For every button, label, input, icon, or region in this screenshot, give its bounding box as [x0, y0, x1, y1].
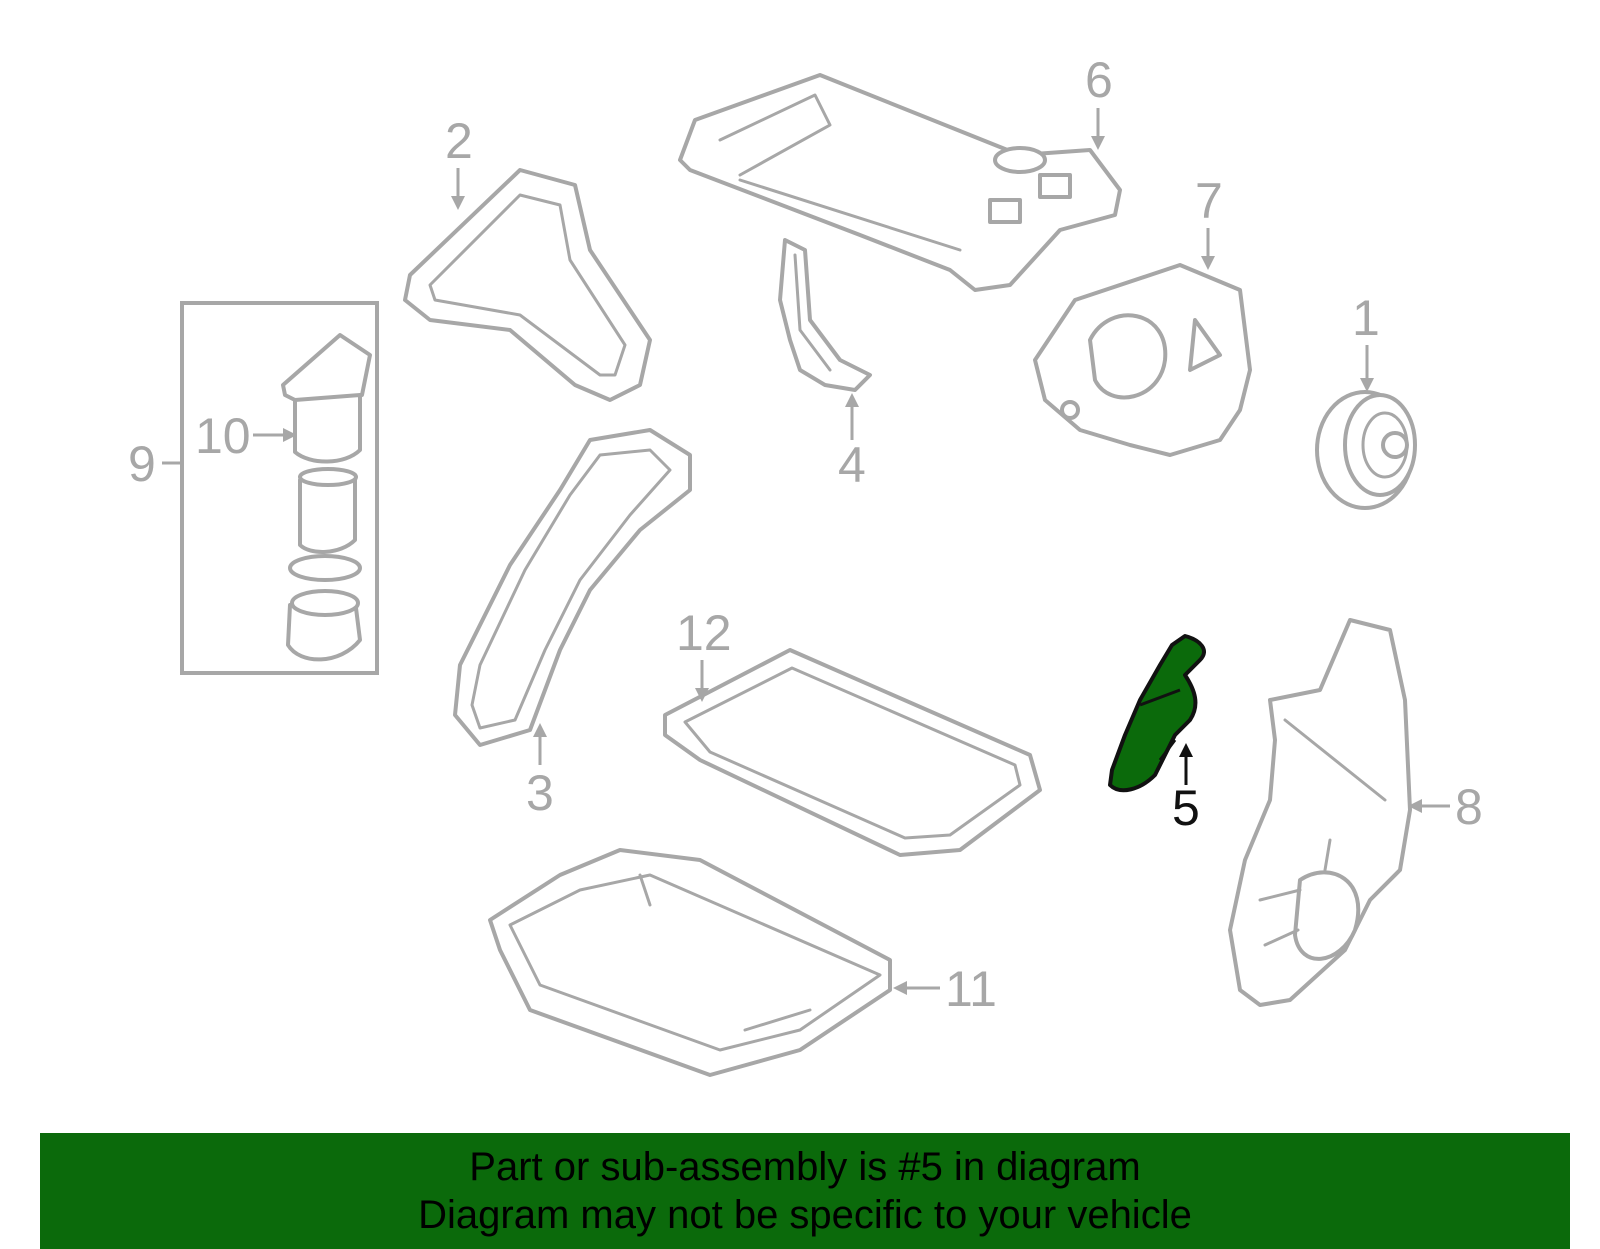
part-1-pulley[interactable] [1315, 390, 1417, 510]
callout-8[interactable]: 8 [1455, 779, 1483, 835]
callout-10[interactable]: 10 [195, 408, 251, 464]
callout-12[interactable]: 12 [676, 605, 732, 661]
part-6-valve-cover[interactable] [678, 73, 1122, 292]
banner-line-2: Diagram may not be specific to your vehi… [418, 1193, 1192, 1237]
callout-6[interactable]: 6 [1085, 52, 1113, 108]
callout-7[interactable]: 7 [1195, 173, 1223, 229]
part-4-guide[interactable] [778, 238, 872, 392]
callout-4[interactable]: 4 [838, 437, 866, 493]
parts-diagram: 1 2 3 4 5 6 7 8 9 10 11 12 [128, 52, 1483, 1077]
callout-9[interactable]: 9 [128, 436, 156, 492]
part-3-chain[interactable] [453, 428, 692, 747]
callout-1[interactable]: 1 [1352, 290, 1380, 346]
part-8-timing-cover[interactable] [1228, 618, 1412, 1007]
part-2-gasket[interactable] [403, 168, 652, 402]
info-banner: Part or sub-assembly is #5 in diagram Di… [40, 1133, 1570, 1249]
banner-line-1: Part or sub-assembly is #5 in diagram [469, 1145, 1141, 1189]
part-7-housing[interactable] [1033, 263, 1252, 457]
part-5-tensioner-highlighted[interactable] [1108, 634, 1206, 793]
part-11-oil-pan[interactable] [488, 848, 892, 1077]
part-10-filter-housing[interactable] [281, 333, 372, 464]
callout-3[interactable]: 3 [526, 765, 554, 821]
callout-11[interactable]: 11 [945, 961, 997, 1017]
callout-5[interactable]: 5 [1172, 780, 1200, 836]
callout-labels: 1 2 3 4 5 6 7 8 9 10 11 12 [128, 52, 1483, 1017]
callout-2[interactable]: 2 [445, 113, 473, 169]
leader-lines [162, 108, 1450, 995]
part-12-pan-gasket[interactable] [663, 648, 1042, 857]
part-9-filter-kit[interactable] [180, 301, 379, 675]
